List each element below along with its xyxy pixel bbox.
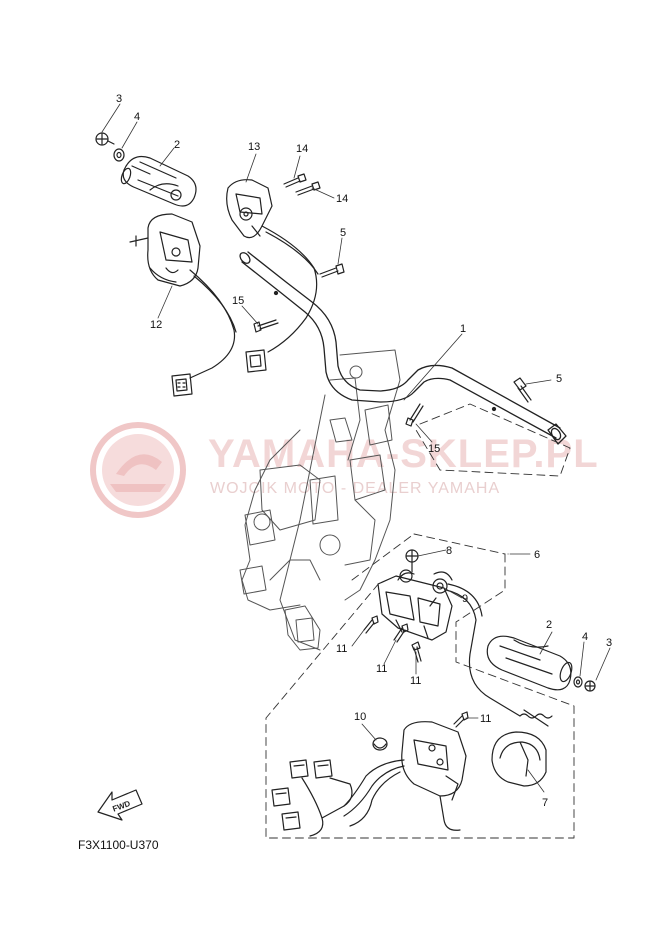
callout-5-lower: 5: [556, 373, 562, 385]
cover-7: [491, 731, 547, 787]
callout-10: 10: [354, 711, 366, 723]
right-washer: [573, 676, 583, 688]
assembly-6-boundary: [265, 533, 575, 839]
callout-15-left: 15: [232, 295, 244, 307]
callout-3-right: 3: [606, 637, 612, 649]
callout-2-left: 2: [174, 139, 180, 151]
callout-14-lower: 14: [336, 193, 348, 205]
screw-5-lower: [513, 377, 532, 403]
throttle-housing-lower: [401, 721, 467, 831]
left-washer: [113, 148, 125, 162]
left-switch-assembly: [129, 213, 237, 379]
right-connector-upper: [245, 349, 267, 373]
right-switch-housing: [377, 569, 521, 717]
bracket-13: [226, 179, 319, 353]
frame-structure: [239, 349, 401, 651]
callout-labels: 3 4 2 13 14 14 5 15 12 1 5 15 6 8 9 2 4 …: [116, 93, 612, 809]
callout-5-upper: 5: [340, 227, 346, 239]
callout-4-right: 4: [582, 631, 588, 643]
callout-12: 12: [150, 319, 162, 331]
screw-5-upper: [319, 263, 345, 278]
handlebar: [239, 251, 567, 445]
callout-15-right: 15: [428, 443, 440, 455]
right-end-screw: [584, 680, 596, 692]
yamaha-logo-watermark: [90, 422, 186, 518]
callout-13: 13: [248, 141, 260, 153]
screw-15-right: [405, 403, 424, 427]
callout-7: 7: [542, 797, 548, 809]
screw-11-a: [363, 615, 379, 634]
leader-lines: [101, 103, 611, 793]
callout-9: 9: [462, 593, 468, 605]
screw-15-left: [253, 319, 279, 333]
left-end-screw: [95, 132, 115, 146]
screw-11-d: [453, 711, 469, 728]
callout-11-c: 11: [410, 675, 421, 687]
nut-9: [432, 571, 453, 594]
callout-11-d: 11: [480, 713, 491, 725]
cap-10: [372, 737, 388, 751]
diagram-code: F3X1100-U370: [78, 838, 159, 852]
screw-14-upper: [283, 173, 307, 188]
screw-11-c: [411, 641, 422, 663]
callout-11-a: 11: [336, 643, 347, 655]
wire-harness: [271, 759, 405, 837]
callout-4-left: 4: [134, 111, 140, 123]
handlebar-dashed-ref: [415, 403, 571, 477]
right-grip: [486, 635, 573, 691]
throttle-cable-spring: [519, 709, 553, 727]
screw-14-lower: [295, 181, 321, 196]
callout-8: 8: [446, 545, 452, 557]
watermark-subtitle: WOJCIK MOTO - DEALER YAMAHA: [210, 480, 501, 497]
callout-2-right: 2: [546, 619, 552, 631]
callout-3-left: 3: [116, 93, 122, 105]
screw-11-b: [393, 623, 409, 643]
fwd-arrow-icon: FWD: [97, 789, 143, 821]
left-grip: [120, 155, 197, 207]
left-connector: [171, 373, 193, 397]
callout-1: 1: [460, 323, 466, 335]
callout-14-upper: 14: [296, 143, 308, 155]
callout-11-b: 11: [376, 663, 387, 675]
callout-6: 6: [534, 549, 540, 561]
screw-8: [405, 549, 419, 573]
